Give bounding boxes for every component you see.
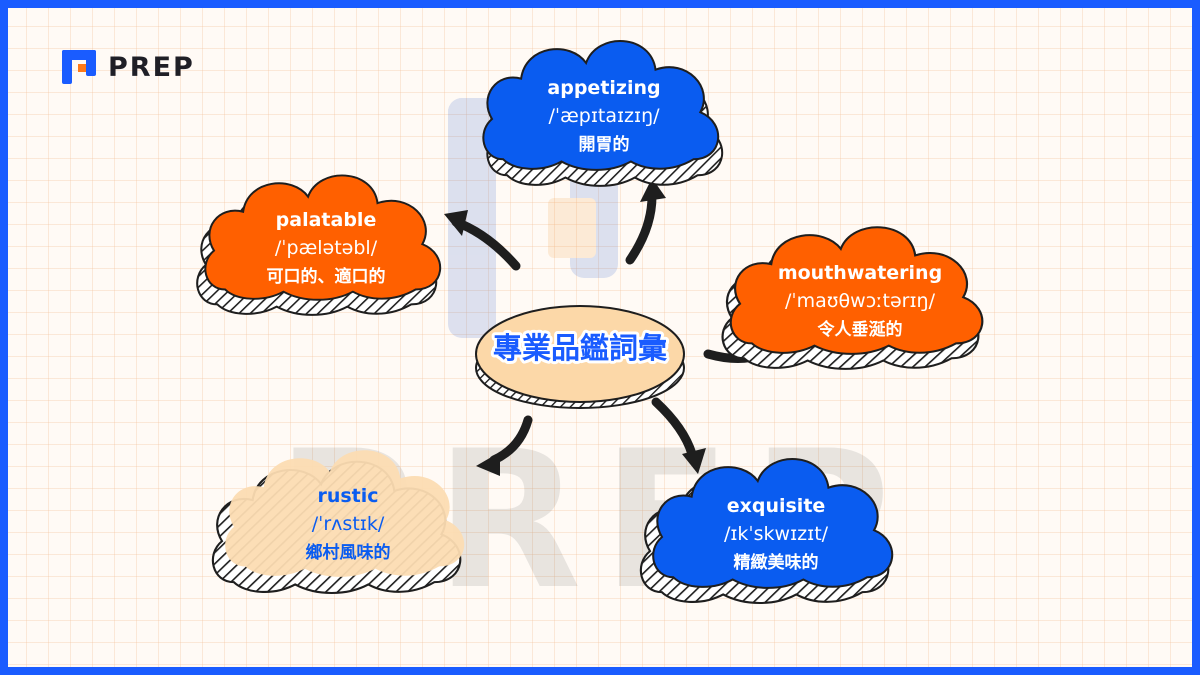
arrow-to-exquisite bbox=[651, 397, 697, 459]
node-rustic: rustic /ˈrʌstɪk/ 鄉村風味的 bbox=[211, 450, 465, 595]
arrow-head-appetizing bbox=[640, 178, 666, 202]
arrow-head-palatable bbox=[444, 210, 468, 236]
arrow-head-exquisite bbox=[682, 448, 706, 474]
connector-arrows bbox=[444, 178, 786, 476]
node-exquisite: exquisite /ɪkˈskwɪzɪt/ 精緻美味的 bbox=[639, 457, 894, 605]
meaning-appetizing: 開胃的 bbox=[579, 134, 630, 155]
node-appetizing: appetizing /ˈæpɪtaɪzɪŋ/ 開胃的 bbox=[482, 40, 724, 187]
meaning-mouthwatering: 令人垂涎的 bbox=[818, 319, 903, 340]
meaning-palatable: 可口的、適口的 bbox=[267, 266, 386, 287]
meaning-rustic: 鄉村風味的 bbox=[306, 542, 391, 563]
ipa-rustic: /ˈrʌstɪk/ bbox=[312, 513, 385, 535]
mindmap-diagram: PREP 專業品鑑詞彙 appetizing /ˈæpɪtaɪzɪŋ/ bbox=[196, 40, 984, 631]
arrow-head-rustic bbox=[476, 452, 500, 476]
center-node: 專業品鑑詞彙 bbox=[475, 305, 685, 409]
word-palatable: palatable bbox=[276, 209, 377, 231]
center-label: 專業品鑑詞彙 bbox=[493, 331, 668, 365]
word-exquisite: exquisite bbox=[727, 495, 826, 517]
word-rustic: rustic bbox=[317, 485, 378, 507]
ipa-mouthwatering: /ˈmaʊθwɔːtərɪŋ/ bbox=[785, 290, 936, 312]
node-palatable: palatable /ˈpælətəbl/ 可口的、適口的 bbox=[196, 174, 442, 316]
brand-name: PREP bbox=[108, 51, 195, 83]
word-mouthwatering: mouthwatering bbox=[778, 262, 942, 284]
arrow-to-appetizing bbox=[625, 191, 657, 265]
prep-logo-icon bbox=[62, 50, 96, 84]
meaning-exquisite: 精緻美味的 bbox=[734, 552, 819, 573]
ipa-palatable: /ˈpælətəbl/ bbox=[275, 237, 378, 259]
word-appetizing: appetizing bbox=[547, 77, 660, 99]
node-mouthwatering: mouthwatering /ˈmaʊθwɔːtərɪŋ/ 令人垂涎的 bbox=[721, 226, 984, 371]
brand-logo: PREP bbox=[60, 48, 195, 86]
ipa-appetizing: /ˈæpɪtaɪzɪŋ/ bbox=[548, 105, 660, 127]
ipa-exquisite: /ɪkˈskwɪzɪt/ bbox=[724, 523, 829, 545]
